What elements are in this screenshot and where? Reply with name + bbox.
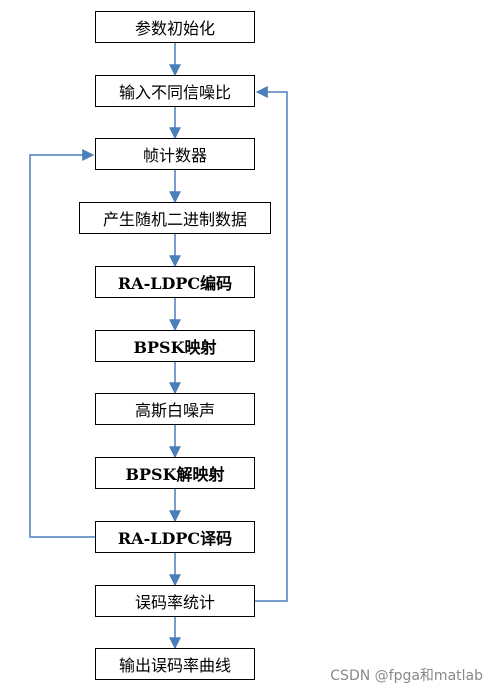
step-random-data: 产生随机二进制数据	[79, 202, 271, 234]
step-ra-ldpc-encode: RA-LDPC编码	[95, 266, 255, 298]
feedback-frame-loop	[29, 149, 95, 538]
step-ra-ldpc-decode: RA-LDPC译码	[95, 521, 255, 553]
step-input-snr: 输入不同信噪比	[95, 75, 255, 107]
feedback-snr-loop	[255, 86, 288, 602]
step-bpsk-demap: BPSK解映射	[95, 457, 255, 489]
watermark: CSDN @fpga和matlab	[330, 668, 483, 684]
step-bpsk-map: BPSK映射	[95, 330, 255, 362]
step-ber-stats: 误码率统计	[95, 585, 255, 617]
step-param-init: 参数初始化	[95, 11, 255, 43]
step-frame-counter: 帧计数器	[95, 138, 255, 170]
step-output-ber-curve: 输出误码率曲线	[95, 648, 255, 680]
step-awgn: 高斯白噪声	[95, 393, 255, 425]
